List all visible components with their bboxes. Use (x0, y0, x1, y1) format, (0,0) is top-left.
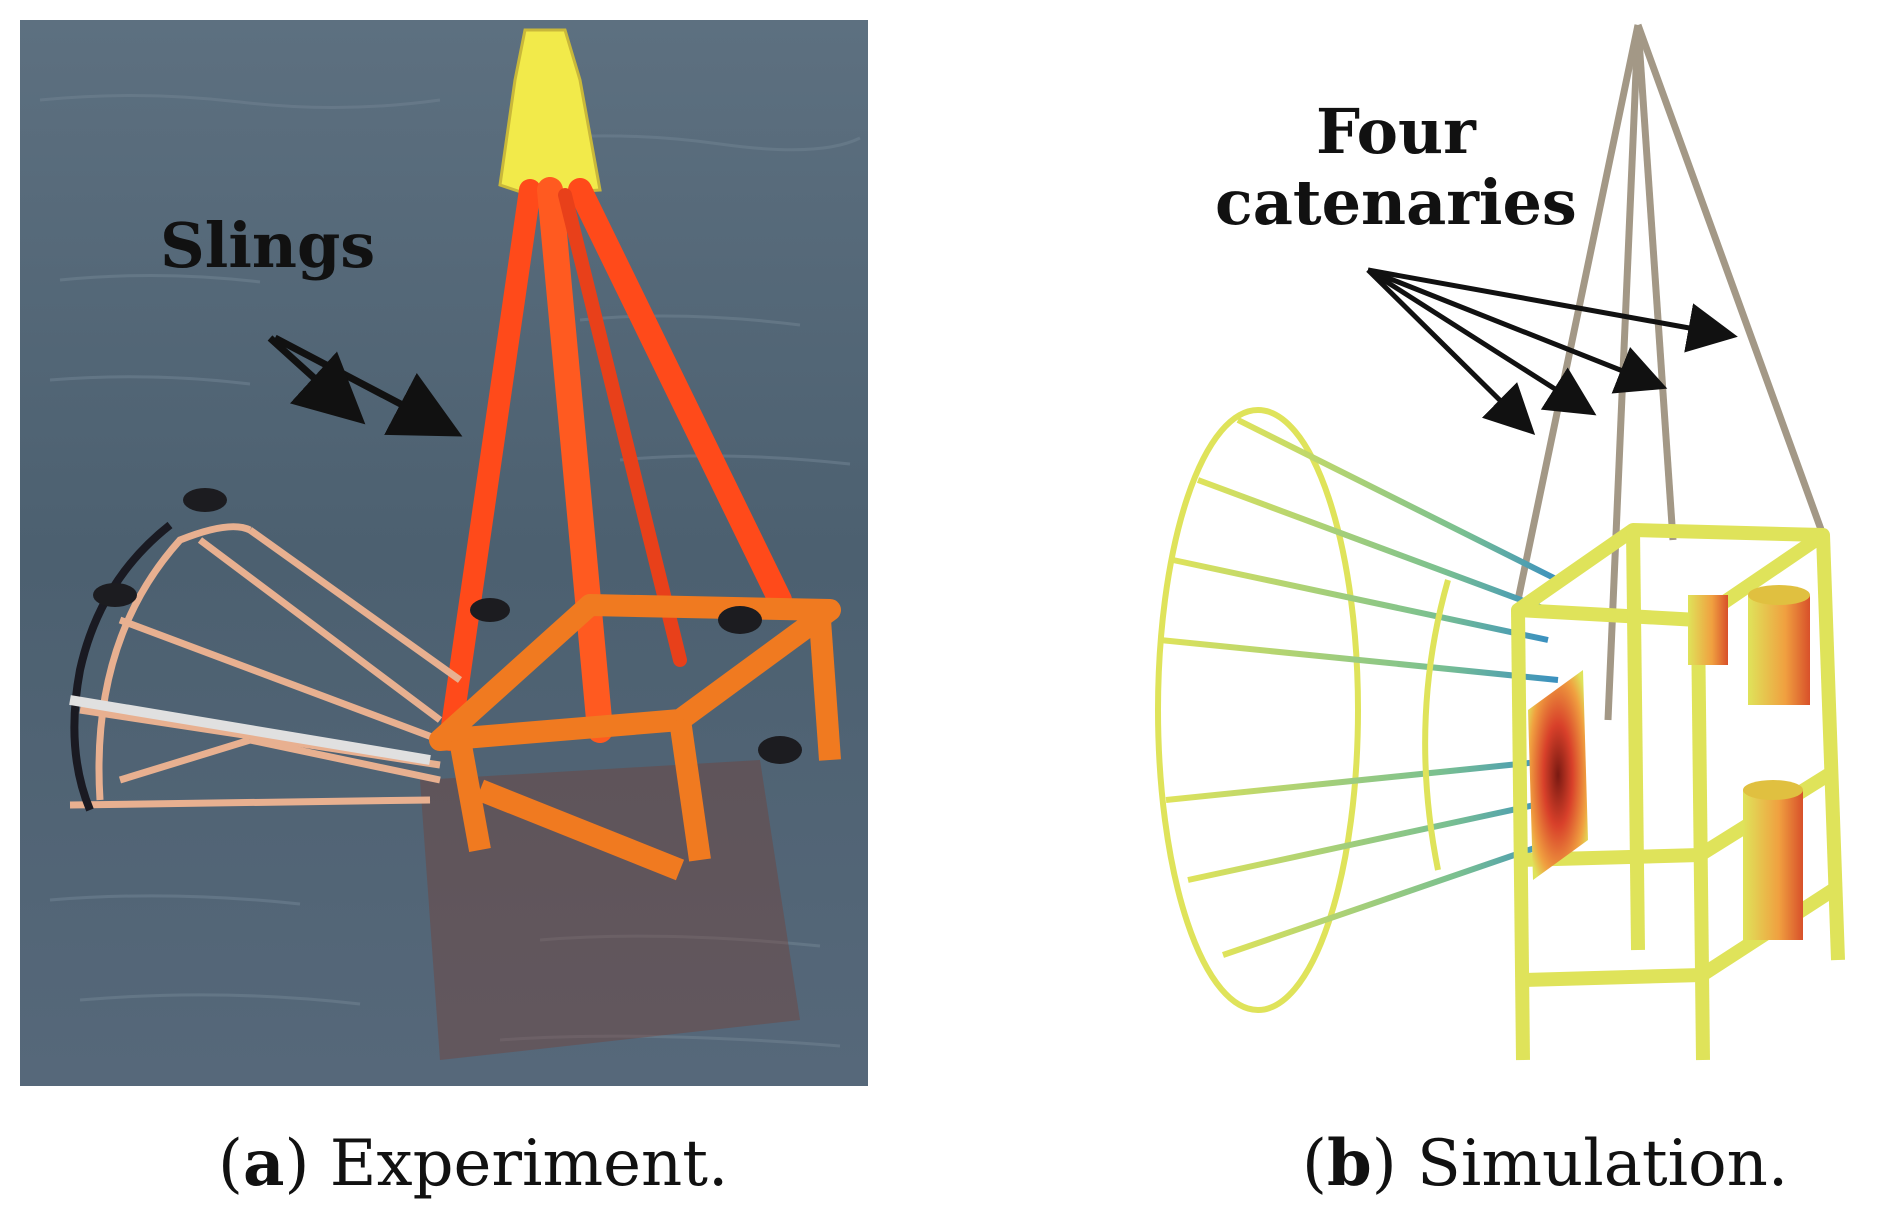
slings-arrows (267, 334, 463, 437)
caption-b-letter: b (1326, 1126, 1372, 1201)
water-ripples (39, 93, 861, 1048)
caption-a-text: Experiment. (329, 1127, 729, 1201)
cone-ring (70, 521, 173, 812)
catenaries-label-line1: Four (1316, 95, 1476, 168)
sim-cone (1155, 407, 1560, 1013)
caption-b: (b) Simulation. (1302, 1126, 1789, 1201)
box-frame (429, 594, 841, 881)
caption-b-text: Simulation. (1417, 1127, 1789, 1201)
cameras (93, 488, 802, 764)
catenaries-label: Four catenaries (1215, 96, 1577, 239)
slings (439, 177, 792, 751)
sea-background (20, 20, 868, 1086)
slings-label-text: Slings (160, 209, 376, 282)
white-rod (69, 695, 431, 765)
cylinder-2 (1688, 595, 1728, 665)
heat-panel (1528, 670, 1588, 880)
slings-label: Slings (160, 210, 375, 281)
cylinder-3 (1743, 790, 1803, 940)
catenaries-arrows (1366, 267, 1738, 436)
caption-a: (a) Experiment. (218, 1126, 729, 1201)
sim-frame (1511, 523, 1845, 1061)
caption-a-letter: a (242, 1126, 285, 1201)
experiment-photo (20, 20, 868, 1086)
catenaries-label-line2: catenaries (1215, 166, 1577, 240)
simulation-render (1128, 20, 1904, 1086)
cylinder-1 (1748, 595, 1810, 705)
